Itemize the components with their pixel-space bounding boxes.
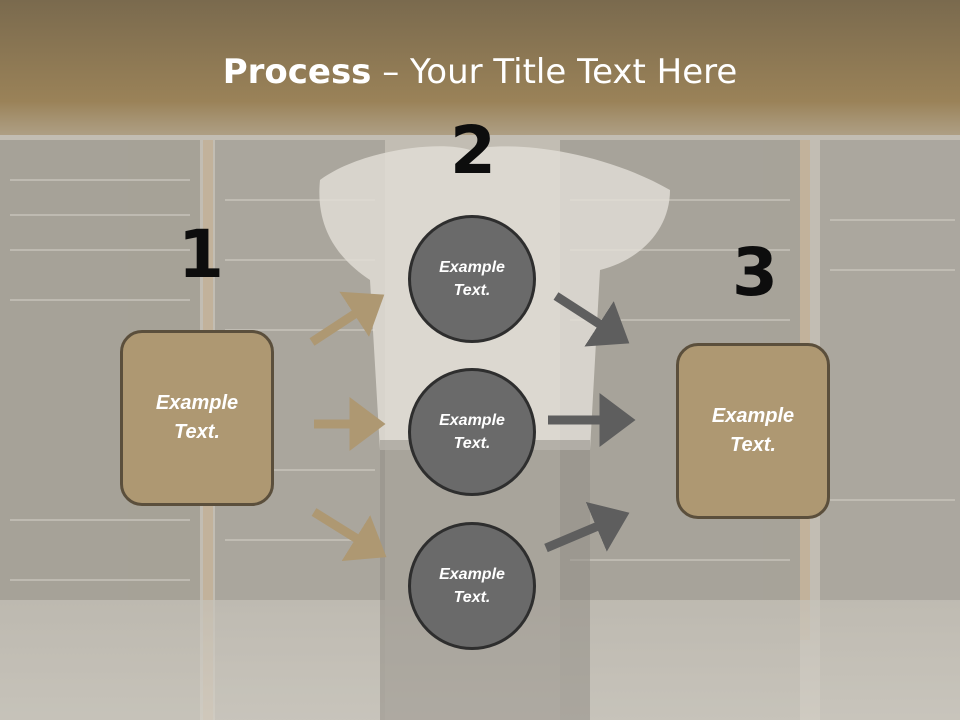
arrow-left-lower bbox=[311, 508, 387, 562]
start-box-line1: Example bbox=[155, 392, 239, 414]
step-number-2: 2 bbox=[450, 112, 496, 189]
circle-2-line2: Text. bbox=[453, 435, 491, 452]
step-number-1: 1 bbox=[178, 216, 224, 293]
end-box: Example Text. bbox=[676, 343, 830, 519]
process-circle-2: Example Text. bbox=[408, 368, 536, 496]
slide-title: Process – Your Title Text Here bbox=[0, 52, 960, 92]
process-circle-3: Example Text. bbox=[408, 522, 536, 650]
arrow-right-lower bbox=[544, 501, 630, 553]
title-bold: Process bbox=[222, 52, 372, 92]
circle-2-line1: Example bbox=[439, 412, 505, 429]
arrow-left-upper bbox=[309, 291, 385, 346]
arrow-right-upper bbox=[553, 292, 630, 347]
start-box: Example Text. bbox=[120, 330, 274, 506]
end-box-line1: Example bbox=[711, 405, 795, 427]
process-circle-1: Example Text. bbox=[408, 215, 536, 343]
step-number-3: 3 bbox=[732, 234, 778, 311]
title-rest: – Your Title Text Here bbox=[371, 52, 738, 92]
circle-1-line1: Example bbox=[439, 259, 505, 276]
circle-1-line2: Text. bbox=[453, 282, 491, 299]
circle-3-line2: Text. bbox=[453, 589, 491, 606]
end-box-line2: Text. bbox=[730, 434, 776, 456]
circle-3-line1: Example bbox=[439, 566, 505, 583]
start-box-line2: Text. bbox=[174, 421, 220, 443]
